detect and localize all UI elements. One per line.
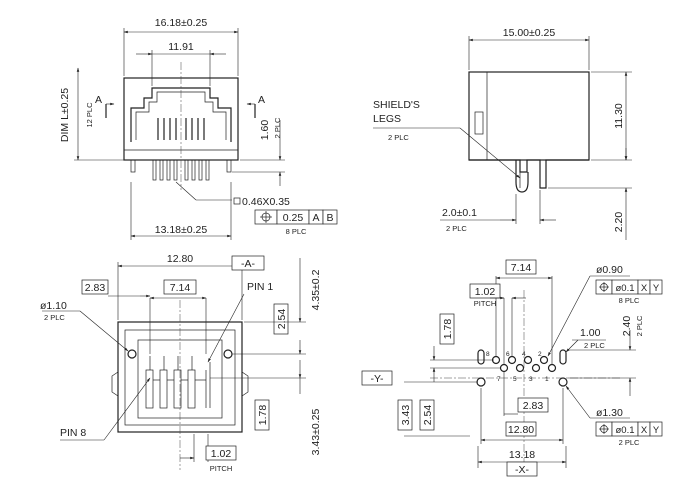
leg-height-label: 2.20 bbox=[613, 212, 625, 233]
front-view: 16.18±0.25 11.91 A A DIM L±0.25 12 PLC 1… bbox=[59, 17, 338, 240]
tol-large-value: ø0.1 bbox=[615, 425, 634, 436]
section-mark-right: A bbox=[258, 94, 265, 106]
pin-number: 2 bbox=[538, 351, 542, 358]
fp-dim-283-label: 2.83 bbox=[523, 400, 544, 412]
tol-large-note: 2 PLC bbox=[619, 438, 640, 447]
hole-note: 2 PLC bbox=[44, 313, 65, 322]
pin-number: 5 bbox=[513, 376, 517, 383]
dim-l-label: DIM L±0.25 bbox=[59, 88, 71, 142]
position-tolerance-frame: 0.25 A B 8 PLC bbox=[254, 209, 338, 236]
front-contacts bbox=[157, 118, 205, 140]
section-mark-left: A bbox=[95, 94, 102, 106]
fp-dim-240-label: 2.40 bbox=[621, 316, 633, 337]
pin8-label: PIN 8 bbox=[60, 427, 86, 439]
dim-254-label: 2.54 bbox=[276, 309, 288, 330]
front-pins bbox=[130, 159, 232, 181]
pin-height-label: 1.60 bbox=[259, 120, 271, 141]
width-overall-label: 16.18±0.25 bbox=[155, 17, 208, 29]
side-view: 15.00±0.25 11.30 2.20 SHIELD'S LEGS 2 PL… bbox=[373, 27, 632, 240]
fp-pitch-value: 1.02 bbox=[475, 286, 496, 298]
datum-y-label: -Y- bbox=[370, 373, 384, 385]
fp-dim-1318-label: 13.18 bbox=[509, 449, 535, 461]
pin-number: 1 bbox=[545, 376, 549, 383]
tol-small-x: X bbox=[641, 283, 648, 294]
pitch-value: 1.02 bbox=[211, 448, 232, 460]
tol-datum-a: A bbox=[312, 212, 319, 224]
height-label: 11.30 bbox=[613, 103, 625, 129]
fp-dim-240-note: 2 PLC bbox=[635, 315, 644, 336]
pin-height-note: 2 PLC bbox=[273, 117, 282, 138]
mount-hole-right bbox=[558, 377, 568, 387]
dim-283-label: 2.83 bbox=[85, 282, 106, 294]
shield-note: 2 PLC bbox=[388, 133, 409, 142]
tol-small-value: ø0.1 bbox=[615, 283, 634, 294]
fp-dim-343-label: 3.43 bbox=[400, 405, 412, 426]
dim-178-label: 1.78 bbox=[257, 405, 269, 426]
fp-dim-714-label: 7.14 bbox=[511, 262, 532, 274]
tol-large-y: Y bbox=[653, 425, 660, 436]
tol-small-y: Y bbox=[653, 283, 660, 294]
mount-hole-left bbox=[476, 377, 486, 387]
mount-hole-left bbox=[127, 349, 137, 359]
pin-size-label: 0.46X0.35 bbox=[242, 196, 290, 208]
pin-number: 7 bbox=[497, 376, 501, 383]
width-inner-label: 11.91 bbox=[168, 41, 194, 53]
pin-number: 8 bbox=[486, 351, 490, 358]
pin-numbers: 8 6 4 2 7 5 3 1 bbox=[486, 351, 549, 383]
dim-435-label: 4.35±0.2 bbox=[310, 269, 322, 310]
mount-slot-right bbox=[559, 349, 567, 365]
top-view: 12.80 -A- 2.83 7.14 ø1.10 2 PLC PIN 1 2.… bbox=[40, 253, 322, 473]
length-label: 15.00±0.25 bbox=[503, 27, 556, 39]
tol-pos-value: 0.25 bbox=[283, 212, 304, 224]
hole-dia-small-label: ø0.90 bbox=[596, 264, 623, 276]
pin1-label: PIN 1 bbox=[247, 281, 273, 293]
fp-dim-254-label: 2.54 bbox=[422, 405, 434, 426]
datum-a-label: -A- bbox=[241, 258, 256, 270]
hole-dia-label: ø1.10 bbox=[40, 300, 67, 312]
dim-343-label: 3.43±0.25 bbox=[310, 409, 322, 456]
hole-dia-large-label: ø1.30 bbox=[596, 407, 623, 419]
dim-l-note: 12 PLC bbox=[85, 102, 94, 128]
pcb-footprint: 8 6 4 2 7 5 3 1 7.14 1.02 PITCH 1.78 bbox=[361, 259, 663, 477]
dim-714-label: 7.14 bbox=[170, 282, 191, 294]
fp-pitch-label: PITCH bbox=[474, 299, 497, 308]
leg-offset-note: 2 PLC bbox=[446, 224, 467, 233]
fp-dim-1280-label: 12.80 bbox=[508, 424, 534, 436]
pin-span-label: 13.18±0.25 bbox=[155, 224, 208, 236]
pin-number: 3 bbox=[529, 376, 533, 383]
tolerance-frame-large: ø0.1 X Y 2 PLC bbox=[595, 421, 663, 447]
shield-label-2: LEGS bbox=[373, 113, 401, 125]
tol-large-x: X bbox=[641, 425, 648, 436]
leg-offset-label: 2.0±0.1 bbox=[442, 207, 477, 219]
shield-label-1: SHIELD'S bbox=[373, 99, 420, 111]
tol-small-note: 8 PLC bbox=[619, 296, 640, 305]
tolerance-frame-small: ø0.1 X Y 8 PLC bbox=[595, 279, 663, 305]
tol-datum-b: B bbox=[326, 212, 333, 224]
fp-dim-178-label: 1.78 bbox=[442, 319, 454, 340]
fp-dim-100-note: 2 PLC bbox=[584, 341, 605, 350]
datum-x-label: -X- bbox=[515, 464, 530, 476]
top-width-label: 12.80 bbox=[167, 253, 193, 265]
tol-note: 8 PLC bbox=[286, 227, 307, 236]
mount-slot-left bbox=[477, 349, 485, 365]
top-view-contacts bbox=[145, 356, 211, 409]
fp-dim-100-label: 1.00 bbox=[580, 327, 601, 339]
pin-number: 4 bbox=[522, 351, 526, 358]
mount-hole-right bbox=[223, 349, 233, 359]
shield-leg bbox=[515, 160, 529, 193]
pitch-label: PITCH bbox=[210, 464, 233, 473]
pin-number: 6 bbox=[506, 351, 510, 358]
